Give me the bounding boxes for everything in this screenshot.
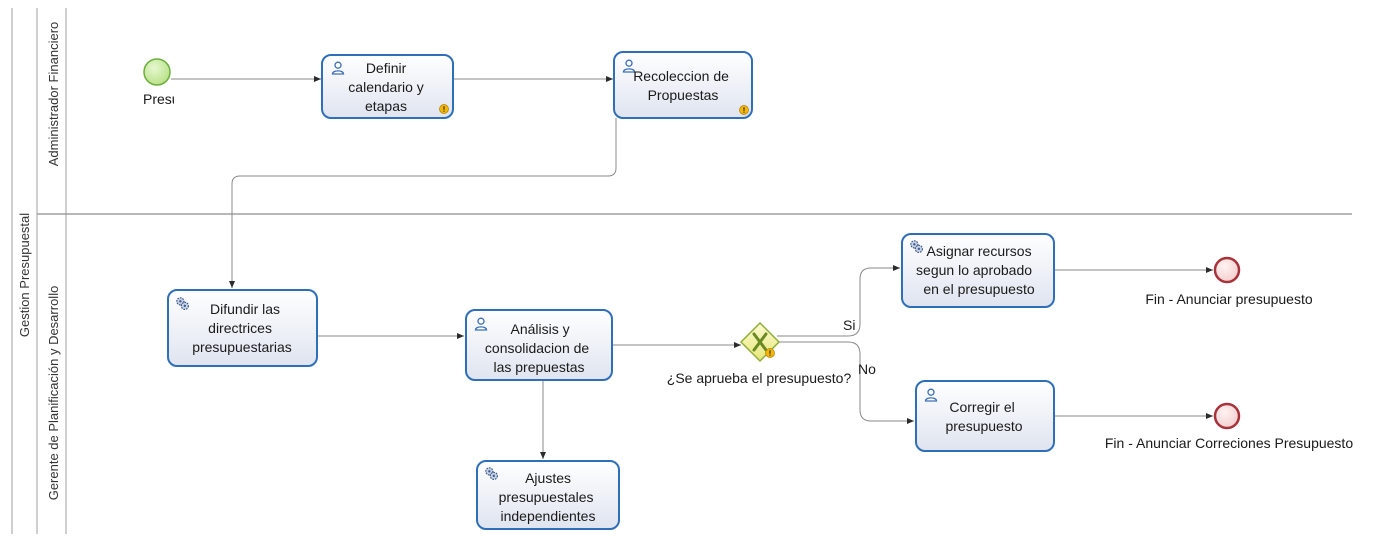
svg-text:Definir calendario y: Definir calendario y etapas bbox=[348, 60, 427, 114]
task-label-line: Ajustes bbox=[525, 470, 571, 486]
svg-text:Análisis y consolidacion: Análisis y consolidacion de las prepuest… bbox=[485, 321, 593, 375]
task-label-line: segun lo aprobado bbox=[916, 262, 1032, 278]
task-label-line: independientes bbox=[501, 508, 596, 524]
flow-gateway-asignar[interactable] bbox=[777, 265, 900, 337]
start-event[interactable] bbox=[143, 58, 171, 86]
gateway-x-icon bbox=[752, 332, 768, 352]
task-difundir-directrices[interactable]: Difundir las directrices presupuestarias bbox=[167, 289, 318, 367]
end-event-label-correcciones: Fin - Anunciar Correciones Presupuesto bbox=[1105, 435, 1353, 451]
svg-text:Difundir las directrices: Difundir las directrices presupuestarias bbox=[192, 301, 292, 355]
end-event-correcciones[interactable] bbox=[1213, 402, 1241, 430]
svg-text:Asignar recursos segun l: Asignar recursos segun lo aprobado en el… bbox=[916, 243, 1036, 297]
task-recoleccion-propuestas[interactable]: Recoleccion de Propuestas bbox=[613, 51, 753, 119]
svg-text:Recoleccion de Propuesta: Recoleccion de Propuestas bbox=[633, 68, 733, 103]
end-event-presupuesto[interactable] bbox=[1213, 256, 1241, 284]
task-ajustes-presupuestales[interactable]: Ajustes presupuestales independientes bbox=[476, 460, 620, 530]
task-label-line: Corregir el bbox=[949, 399, 1014, 415]
task-label-line: presupuestarias bbox=[192, 339, 292, 355]
task-asignar-recursos[interactable]: Asignar recursos segun lo aprobado en el… bbox=[901, 233, 1055, 308]
task-label-line: las prepuestas bbox=[493, 359, 584, 375]
warning-icon bbox=[765, 348, 775, 358]
svg-text:Ajustes presupuestales: Ajustes presupuestales independientes bbox=[499, 470, 598, 524]
flow-gateway-corregir[interactable] bbox=[777, 341, 914, 424]
svg-text:Corregir el presupuesto: Corregir el presupuesto bbox=[945, 399, 1022, 434]
task-analisis-consolidacion[interactable]: Análisis y consolidacion de las prepuest… bbox=[465, 309, 613, 381]
pool-label: Gestion Presupuestal bbox=[17, 213, 32, 337]
start-event-label: Presu bbox=[143, 91, 180, 107]
task-definir-calendario[interactable]: Definir calendario y etapas bbox=[321, 54, 454, 119]
task-label-line: en el presupuesto bbox=[923, 281, 1035, 297]
lane-label-gerente: Gerente de Planificación y Desarrollo bbox=[46, 286, 61, 501]
task-label-line: consolidacion de bbox=[485, 340, 590, 356]
task-label-line: calendario y bbox=[348, 79, 424, 95]
pool: Gestion Presupuestal Administrador Finan… bbox=[11, 8, 1352, 534]
flow-label-si: Si bbox=[843, 317, 855, 333]
end-event-label-presupuesto: Fin - Anunciar presupuesto bbox=[1145, 291, 1313, 307]
start-event-label-clip: Presu bbox=[143, 91, 180, 107]
lane-label-admin: Administrador Financiero bbox=[46, 22, 61, 167]
task-corregir-presupuesto[interactable]: Corregir el presupuesto bbox=[915, 380, 1055, 452]
task-label-line: presupuestales bbox=[499, 489, 594, 505]
task-label-line: Definir bbox=[366, 60, 407, 76]
task-label-line: Asignar recursos bbox=[927, 243, 1032, 259]
task-label-line: Difundir las bbox=[210, 301, 280, 317]
flow-label-no: No bbox=[858, 361, 876, 377]
task-label-line: etapas bbox=[365, 98, 407, 114]
task-label-line: Propuestas bbox=[648, 87, 719, 103]
task-label-line: Análisis y bbox=[510, 321, 569, 337]
sequence-flows bbox=[171, 76, 1213, 459]
warning-icon bbox=[439, 104, 449, 114]
task-label-line: Recoleccion de bbox=[633, 68, 729, 84]
task-label-line: presupuesto bbox=[945, 418, 1022, 434]
flow-recoleccion-difundir[interactable] bbox=[229, 118, 617, 288]
task-label-line: directrices bbox=[208, 320, 272, 336]
warning-icon bbox=[739, 105, 749, 115]
exclusive-gateway[interactable] bbox=[739, 321, 781, 363]
gateway-label: ¿Se aprueba el presupuesto? bbox=[667, 370, 852, 386]
